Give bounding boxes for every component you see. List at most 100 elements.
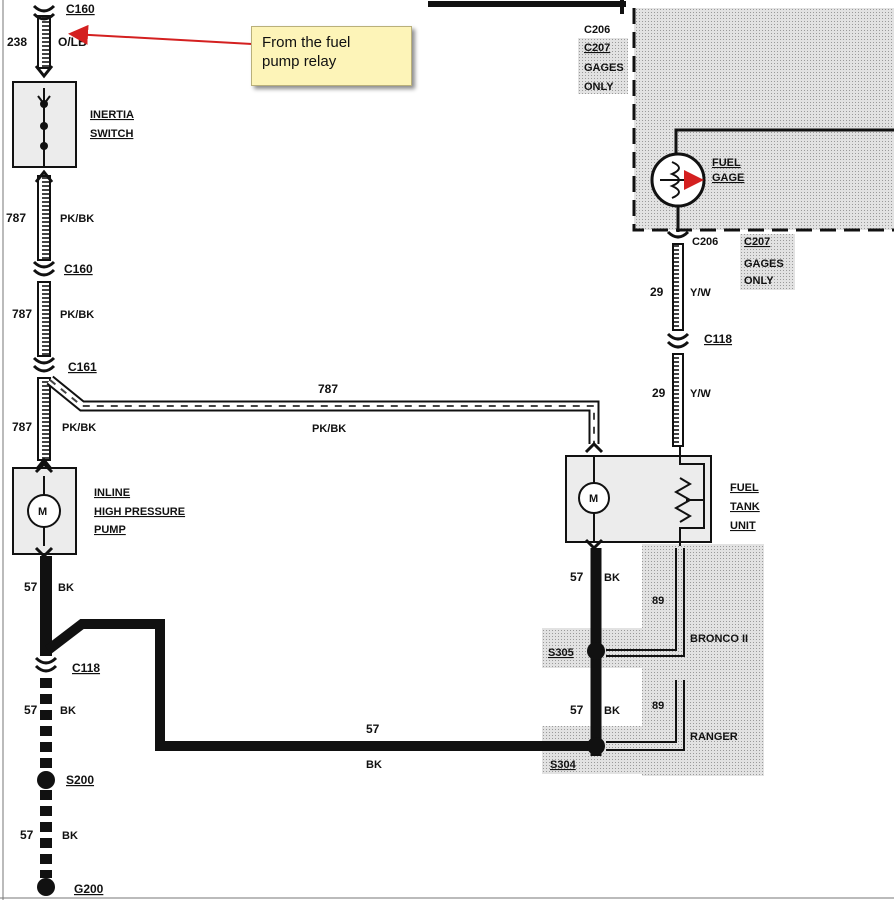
color-pkbk-label-c: PK/BK [62,422,96,434]
color-yw-label-b: Y/W [690,388,711,400]
c207-top-shade [578,38,628,94]
ranger-label: RANGER [690,731,738,743]
c207-mid-shade [740,234,795,290]
s304-splice [587,737,605,755]
circuit-29-label-b: 29 [652,386,666,400]
cross-color-pkbk-label: PK/BK [312,423,346,435]
c161-connector [32,356,56,373]
circuit-57-right-label-b: 57 [570,703,584,717]
fuel-tank-unit-label-1: FUEL [730,482,759,494]
s200-label: S200 [66,773,94,787]
color-pkbk-label-b: PK/BK [60,309,94,321]
color-bk-label-b: BK [60,705,76,717]
circuit-787-label-c: 787 [12,420,32,434]
cross-circuit-57-label: 57 [366,722,380,736]
only-top-label: ONLY [584,81,614,93]
circuit-57-label-c: 57 [20,828,34,842]
c118-right-connector [666,332,690,349]
fuel-tank-unit-label-2: TANK [730,501,760,513]
c160-mid-connector [32,260,56,277]
gages-top-label: GAGES [584,62,624,74]
wire-57-cross [44,619,596,751]
inertia-contact-3 [40,142,48,150]
inline-pump-label-3: PUMP [94,524,126,536]
only-mid-label: ONLY [744,275,774,287]
fuel-gage-label-1: FUEL [712,157,741,169]
gages-inner-wire [674,128,894,160]
c161-label: C161 [68,360,97,374]
inline-pump-motor [27,494,61,528]
color-yw-label-a: Y/W [690,287,711,299]
circuit-89-label-b: 89 [652,700,664,712]
wire-787-seg3-arrow [34,457,54,471]
circuit-57-label-a: 57 [24,580,38,594]
fuel-tank-motor-label: M [589,493,598,505]
inertia-contact-2 [40,122,48,130]
bronco-label: BRONCO II [690,633,748,645]
s305-label: S305 [548,647,574,659]
circuit-787-label-a: 787 [6,211,26,225]
c160-top-connector [32,4,56,21]
fuel-tank-connector-top [584,441,604,454]
inline-pump-motor-label: M [38,506,47,518]
color-bk-right-label-a: BK [604,572,620,584]
fuel-gage-label-2: GAGE [712,172,744,184]
circuit-57-label-b: 57 [24,703,38,717]
s200-splice [37,771,55,789]
callout-arrow [68,24,253,45]
circuit-89-label-a: 89 [652,595,664,607]
s305-splice [587,642,605,660]
color-olb-label: O/LB [58,35,87,49]
circuit-57-right-label-a: 57 [570,570,584,584]
c207-top-label: C207 [584,42,610,54]
wire-787-seg3 [37,377,51,461]
wire-89-bronco [606,548,685,657]
color-bk-right-label-b: BK [604,705,620,717]
c160-mid-label: C160 [64,262,93,276]
wire-29-seg1 [672,243,684,331]
inline-pump-label-2: HIGH PRESSURE [94,506,185,518]
gages-mid-label: GAGES [744,258,784,270]
g200-label: G200 [74,882,104,896]
inline-pump-label-1: INLINE [94,487,130,499]
c118-right-label: C118 [704,332,732,346]
wire-787-seg1 [37,175,51,261]
c206-mid-label: C206 [692,236,718,248]
variant-region-shade [642,544,764,776]
c118-left-connector [34,656,58,673]
s304-label: S304 [550,759,577,771]
wire-89-ranger [606,680,685,751]
c206-mid-connector [666,230,690,239]
cross-color-bk-label: BK [366,759,382,771]
fuel-tank-pump-motor [578,482,610,514]
wire-29-seg2 [672,353,684,447]
wire-238 [37,15,51,69]
color-pkbk-label-a: PK/BK [60,213,94,225]
wire-787-seg1-arrow [34,169,54,183]
gages-region-border [632,8,894,232]
inertia-switch-label-1: INERTIA [90,109,134,121]
inertia-switch-arm [37,95,51,105]
callout-line-2: pump relay [262,53,337,70]
fuel-tank-sender-rail [679,446,705,546]
g200-ground [37,878,55,896]
inline-pump-connector-top [34,461,54,474]
wire-787-seg2 [37,281,51,357]
color-bk-label-c: BK [62,830,78,842]
fuel-tank-unit-label-3: UNIT [730,520,756,532]
inertia-switch-label-2: SWITCH [90,128,133,140]
cross-wire-787-stripe [49,379,595,444]
color-bk-label-a: BK [58,582,74,594]
wire-238-arrow [34,65,54,79]
c207-mid-label: C207 [744,236,770,248]
circuit-238-label: 238 [7,35,27,49]
circuit-29-label-a: 29 [650,285,664,299]
c118-left-label: C118 [72,661,100,675]
fuel-pump-relay-callout: From the fuel pump relay [251,26,412,86]
cross-circuit-787-label: 787 [318,382,338,396]
c206-top-label: C206 [584,24,610,36]
c160-top-label: C160 [66,2,95,16]
circuit-787-label-b: 787 [12,307,32,321]
